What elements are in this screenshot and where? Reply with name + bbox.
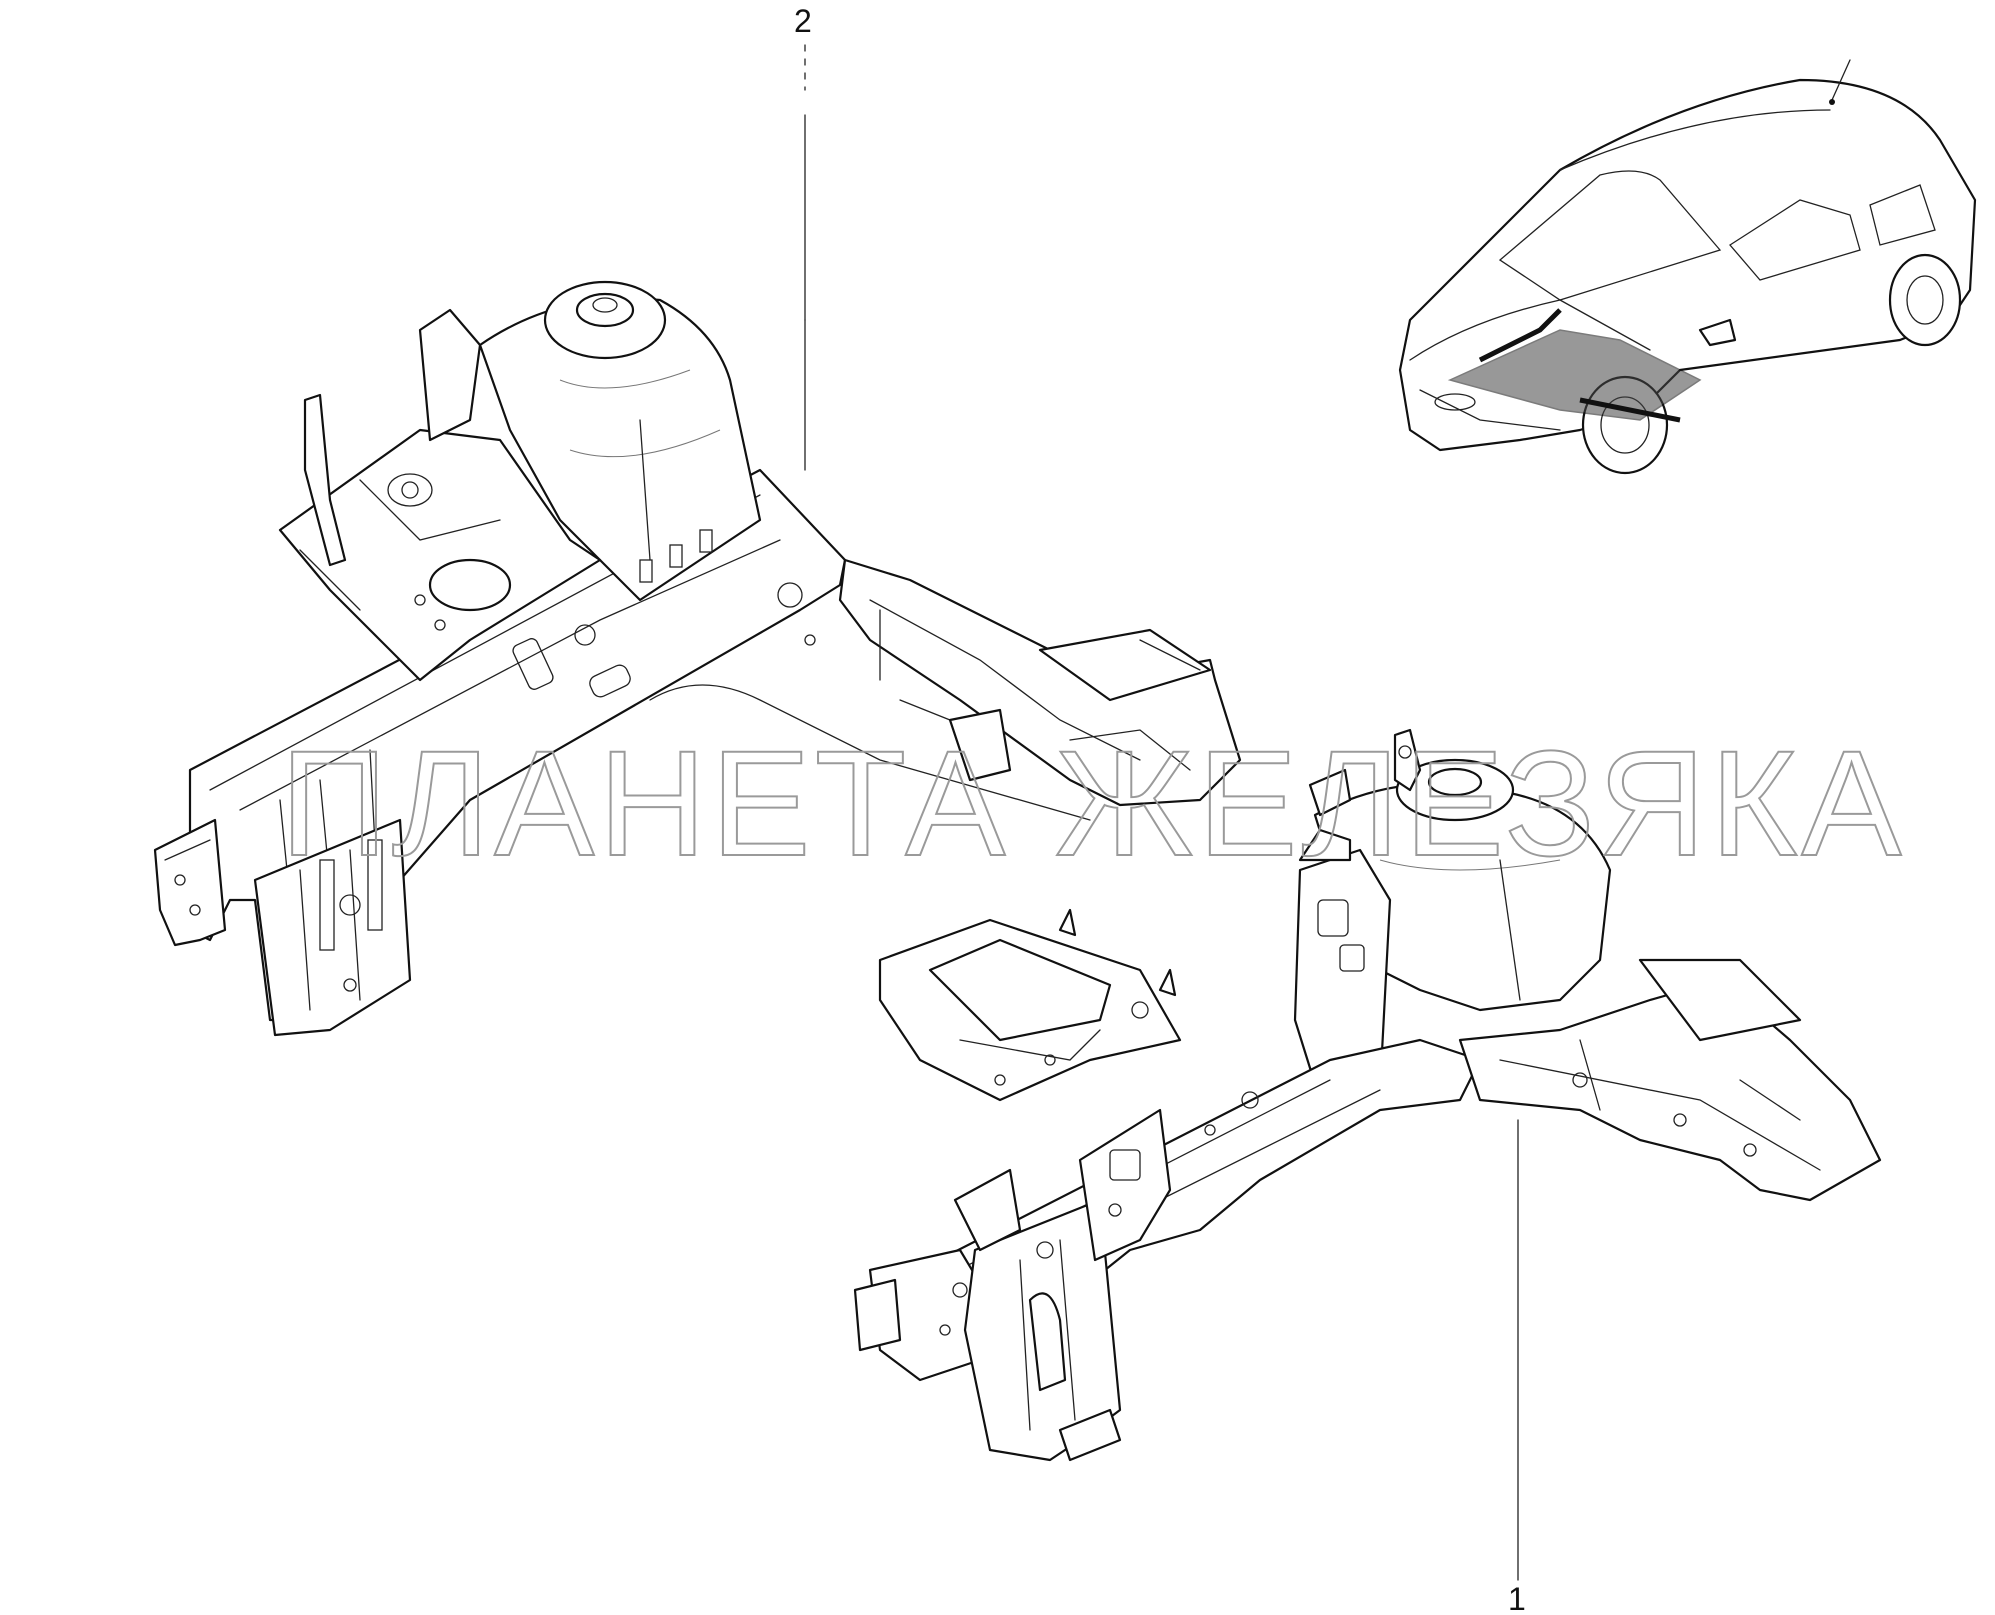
callout-2-label: 2 — [794, 3, 812, 39]
car-outline-icon — [1398, 59, 1977, 475]
part-2-side-member-assembly[interactable] — [153, 280, 1242, 1037]
part-1-side-member-assembly[interactable] — [853, 728, 1882, 1462]
watermark-text: ПЛАНЕТА ЖЕЛЕЗЯКА — [280, 719, 1905, 887]
callout-1-label: 1 — [1508, 1581, 1526, 1615]
